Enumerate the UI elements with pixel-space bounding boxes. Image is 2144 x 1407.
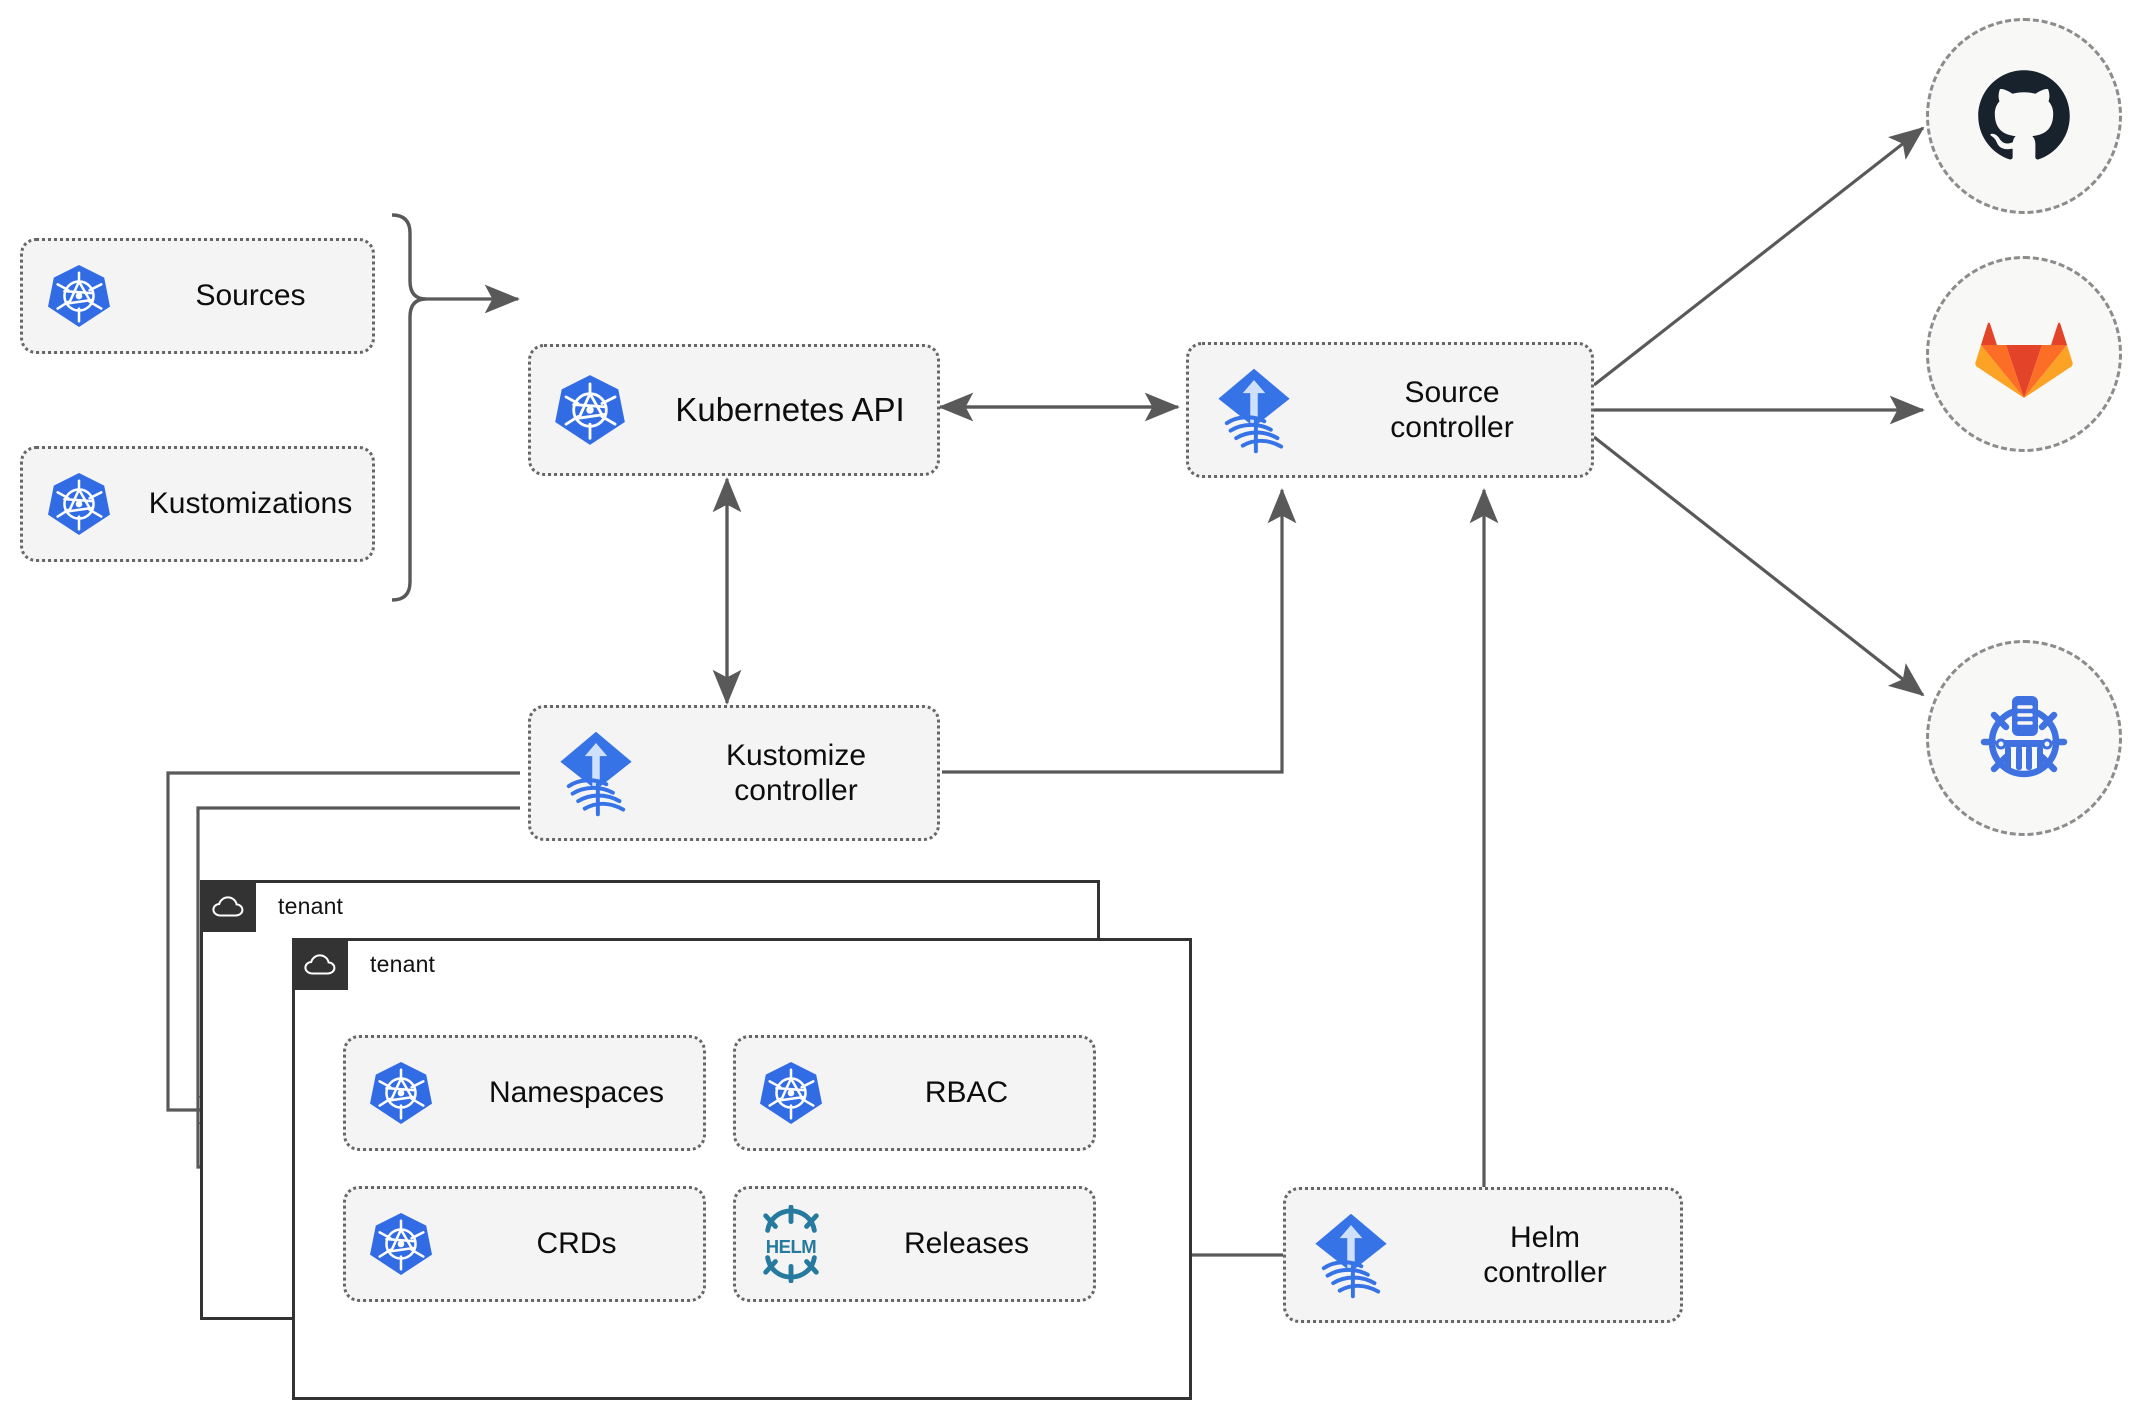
node-kustomize-controller-label: Kustomize controller	[725, 738, 867, 807]
repo-bucket[interactable]	[1926, 640, 2122, 836]
cloud-icon	[200, 880, 256, 932]
node-kubernetes-api[interactable]: Kubernetes API	[528, 344, 940, 476]
kubernetes-icon	[346, 1211, 456, 1277]
tenant-label-2: tenant	[370, 950, 436, 977]
cloud-icon	[292, 938, 348, 990]
node-kustomizations[interactable]: Kustomizations	[20, 446, 375, 562]
node-source-controller-label: Source controller	[1390, 375, 1514, 444]
repo-gitlab[interactable]	[1926, 256, 2122, 452]
flux-icon	[1189, 365, 1319, 455]
tenant-label-1: tenant	[278, 892, 344, 919]
node-helm-controller-label: Helm controller	[1483, 1220, 1607, 1289]
node-releases-label: Releases	[903, 1227, 1030, 1261]
kubernetes-icon	[23, 263, 135, 329]
node-crds-label: CRDs	[536, 1227, 617, 1261]
edge-kustomize-to-source	[942, 488, 1297, 774]
node-kustomizations-label: Kustomizations	[148, 487, 353, 521]
kubernetes-icon	[23, 471, 135, 537]
edge-source-to-github	[1593, 126, 1925, 387]
gitlab-icon	[1975, 322, 2073, 398]
node-namespaces-label: Namespaces	[488, 1076, 665, 1110]
node-helm-controller[interactable]: Helm controller	[1283, 1187, 1683, 1323]
flux-icon	[531, 728, 661, 818]
svg-text:HELM: HELM	[766, 1236, 817, 1257]
github-icon	[1978, 70, 2070, 160]
node-crds[interactable]: CRDs	[343, 1186, 706, 1302]
kubernetes-icon	[736, 1060, 846, 1126]
node-sources-label: Sources	[195, 279, 306, 313]
node-releases[interactable]: HELM Releases	[733, 1186, 1096, 1302]
repo-github[interactable]	[1926, 18, 2122, 214]
node-kubernetes-api-label: Kubernetes API	[675, 390, 905, 428]
helm-icon: HELM	[736, 1205, 846, 1283]
edge-source-to-bucket	[1593, 435, 1925, 697]
kubernetes-icon	[531, 373, 649, 447]
flux-icon	[1286, 1210, 1416, 1300]
node-namespaces[interactable]: Namespaces	[343, 1035, 706, 1151]
node-kustomize-controller[interactable]: Kustomize controller	[528, 705, 940, 841]
bucket-icon	[1980, 696, 2068, 778]
node-rbac-label: RBAC	[924, 1076, 1009, 1110]
node-source-controller[interactable]: Source controller	[1186, 342, 1594, 478]
kubernetes-icon	[346, 1060, 456, 1126]
node-sources[interactable]: Sources	[20, 238, 375, 354]
tenant-header-2: tenant	[292, 938, 435, 990]
group-brace	[391, 213, 427, 602]
node-rbac[interactable]: RBAC	[733, 1035, 1096, 1151]
tenant-box-2[interactable]: tenant	[292, 938, 1192, 1400]
tenant-header-1: tenant	[200, 880, 343, 932]
